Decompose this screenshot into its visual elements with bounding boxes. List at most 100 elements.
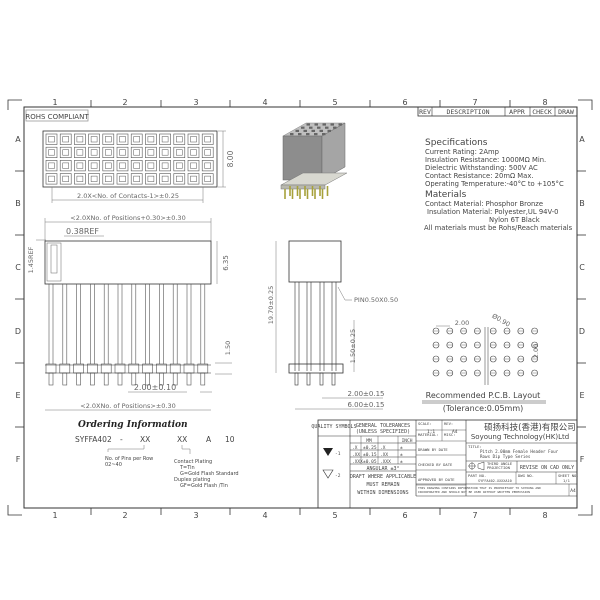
svg-text:±0.05: ±0.05 [363, 459, 377, 465]
svg-text:SYFFA402: SYFFA402 [75, 435, 112, 444]
svg-text:THIRD ANGLE: THIRD ANGLE [487, 461, 513, 466]
svg-text:All materials must be Rohs/Rea: All materials must be Rohs/Reach materia… [424, 224, 573, 232]
svg-text:Materials: Materials [425, 190, 467, 200]
svg-text:3: 3 [193, 98, 198, 107]
svg-text:2.00±0.15: 2.00±0.15 [347, 390, 384, 398]
svg-text:G=Gold Flash Standard: G=Gold Flash Standard [180, 471, 239, 477]
svg-text:B: B [579, 199, 585, 208]
svg-text:E: E [15, 391, 20, 400]
svg-text:1.50±0.25: 1.50±0.25 [349, 329, 357, 363]
svg-text:1.45REF: 1.45REF [27, 246, 35, 273]
svg-text:8: 8 [542, 511, 547, 520]
svg-text:A: A [15, 135, 21, 144]
svg-text:.XX: .XX [352, 452, 360, 458]
svg-text:PIN0.50X0.50: PIN0.50X0.50 [354, 296, 398, 304]
svg-text:Soyoung Technology(HK)Ltd: Soyoung Technology(HK)Ltd [471, 433, 569, 441]
svg-text:1: 1 [52, 98, 57, 107]
svg-text:-1: -1 [335, 451, 341, 457]
svg-text:±0.25: ±0.25 [363, 445, 377, 451]
svg-text:INCORPORATED AND SHOULD NOT BE: INCORPORATED AND SHOULD NOT BE USED WITH… [418, 490, 530, 494]
svg-text:GF=Gold Flash /Tin: GF=Gold Flash /Tin [180, 483, 228, 489]
svg-text:5: 5 [332, 511, 337, 520]
svg-text:Operating Temperature:-40°C to: Operating Temperature:-40°C to +105°C [425, 180, 564, 188]
svg-text:SHEET NO.: SHEET NO. [558, 473, 579, 478]
end-view: 19.70±0.25 PIN0.50X0.50 1.50±0.25 2.00±0… [267, 240, 398, 410]
svg-text:T=Tin: T=Tin [179, 465, 195, 471]
svg-text:MUST REMAIN: MUST REMAIN [366, 482, 399, 488]
svg-text:DWG NO.: DWG NO. [518, 473, 534, 478]
svg-text:(UNLESS SPECIFIED): (UNLESS SPECIFIED) [356, 429, 410, 435]
svg-text:.X: .X [380, 445, 386, 451]
svg-text:±: ± [400, 460, 403, 465]
svg-text:MM: MM [366, 438, 372, 444]
svg-text:GENERAL TOLERANCES: GENERAL TOLERANCES [356, 423, 410, 429]
svg-text:ROHS COMPLIANT: ROHS COMPLIANT [25, 113, 89, 121]
svg-text:WITHIN DIMENSIONS: WITHIN DIMENSIONS [357, 490, 408, 496]
svg-text:C: C [15, 263, 21, 272]
svg-text:7: 7 [472, 511, 477, 520]
svg-text:MATERIAL:: MATERIAL: [418, 432, 439, 437]
svg-text:E: E [579, 391, 584, 400]
specifications-block: Specifications Current Rating: 2Amp Insu… [424, 138, 573, 232]
svg-text:1: 1 [52, 511, 57, 520]
svg-text:4: 4 [262, 98, 267, 107]
svg-text:Contact Plating: Contact Plating [174, 459, 212, 465]
svg-text:REV: REV [419, 108, 431, 116]
ordering-information: Ordering Information SYFFA402 - XX XX A … [75, 420, 239, 489]
svg-text:INCH: INCH [402, 438, 413, 444]
svg-text:02~40: 02~40 [105, 462, 122, 468]
svg-text:4: 4 [262, 511, 267, 520]
svg-text:Contact Material: Phosphor Bro: Contact Material: Phosphor Bronze [425, 200, 543, 208]
svg-text:<2.0XNo. of Positions+0.30>±0.: <2.0XNo. of Positions+0.30>±0.30 [70, 214, 185, 222]
svg-text:APPR: APPR [509, 108, 525, 116]
svg-text:±: ± [400, 446, 403, 451]
svg-text:PART NO.: PART NO. [468, 473, 486, 478]
svg-text:Nylon 6T Black: Nylon 6T Black [489, 216, 540, 224]
svg-text:D: D [15, 327, 21, 336]
svg-text:DESCRIPTION: DESCRIPTION [446, 108, 489, 116]
svg-text:Current Rating: 2Amp: Current Rating: 2Amp [425, 148, 499, 156]
svg-text:DRAWN BY DATE: DRAWN BY DATE [418, 447, 448, 452]
svg-text:19.70±0.25: 19.70±0.25 [267, 286, 275, 325]
svg-text:(Tolerance:0.05mm): (Tolerance:0.05mm) [443, 404, 523, 413]
svg-text:2.00: 2.00 [455, 319, 469, 327]
svg-text:REV:: REV: [444, 421, 453, 426]
svg-text:C: C [579, 263, 585, 272]
svg-text:B: B [15, 199, 21, 208]
svg-text:DRAFT WHERE APPLICABLE: DRAFT WHERE APPLICABLE [350, 474, 416, 480]
svg-text:2.00: 2.00 [532, 344, 540, 358]
svg-text:8: 8 [542, 98, 547, 107]
drawing-border [23, 106, 578, 509]
svg-text:A: A [206, 435, 212, 444]
svg-text:±0.15: ±0.15 [363, 452, 377, 458]
svg-text:2.00±0.10: 2.00±0.10 [134, 383, 176, 392]
svg-text:Pitch 2.00mm Female Header Fou: Pitch 2.00mm Female Header Four [480, 449, 559, 454]
svg-text:-: - [120, 435, 123, 444]
svg-text:THIS DRAWING CONTAINS INFORMAT: THIS DRAWING CONTAINS INFORMATION THAT I… [418, 486, 541, 490]
svg-text:CHECK: CHECK [532, 108, 552, 116]
svg-text:2.0X<No. of Contacts-1>±0.25: 2.0X<No. of Contacts-1>±0.25 [77, 192, 179, 200]
svg-text:-2: -2 [335, 473, 341, 479]
svg-text:硕扬科技(香港)有限公司: 硕扬科技(香港)有限公司 [484, 422, 576, 433]
svg-text:2: 2 [122, 511, 127, 520]
svg-text:XX: XX [140, 435, 150, 444]
top-view-contact-grid: 8.00 2.0X<No. of Contacts-1>±0.25 [42, 130, 235, 203]
svg-text:6.00±0.15: 6.00±0.15 [347, 401, 384, 409]
svg-text:Contact Resistance: 20mΩ Max: Contact Resistance: 20mΩ Max. [425, 172, 534, 180]
svg-text:F: F [580, 455, 585, 464]
svg-text:QUALITY SYMBOLS: QUALITY SYMBOLS [311, 424, 356, 430]
svg-text:.XX: .XX [380, 452, 388, 458]
svg-text:10: 10 [225, 435, 235, 444]
svg-text:Duplex plating: Duplex plating [174, 477, 210, 483]
svg-text:CHECKED BY DATE: CHECKED BY DATE [418, 462, 453, 467]
svg-text:APPROVED BY DATE: APPROVED BY DATE [418, 477, 455, 482]
corner-marks [7, 99, 593, 516]
svg-text:<2.0XNo. of Positions>±0.30: <2.0XNo. of Positions>±0.30 [80, 402, 176, 410]
svg-text:.XXX: .XXX [352, 459, 363, 465]
svg-text:7: 7 [472, 98, 477, 107]
connector-3d-render [280, 122, 348, 199]
row-markers-left: A B C D E F [15, 135, 24, 464]
svg-text:6: 6 [402, 511, 407, 520]
svg-text:±: ± [400, 453, 403, 458]
